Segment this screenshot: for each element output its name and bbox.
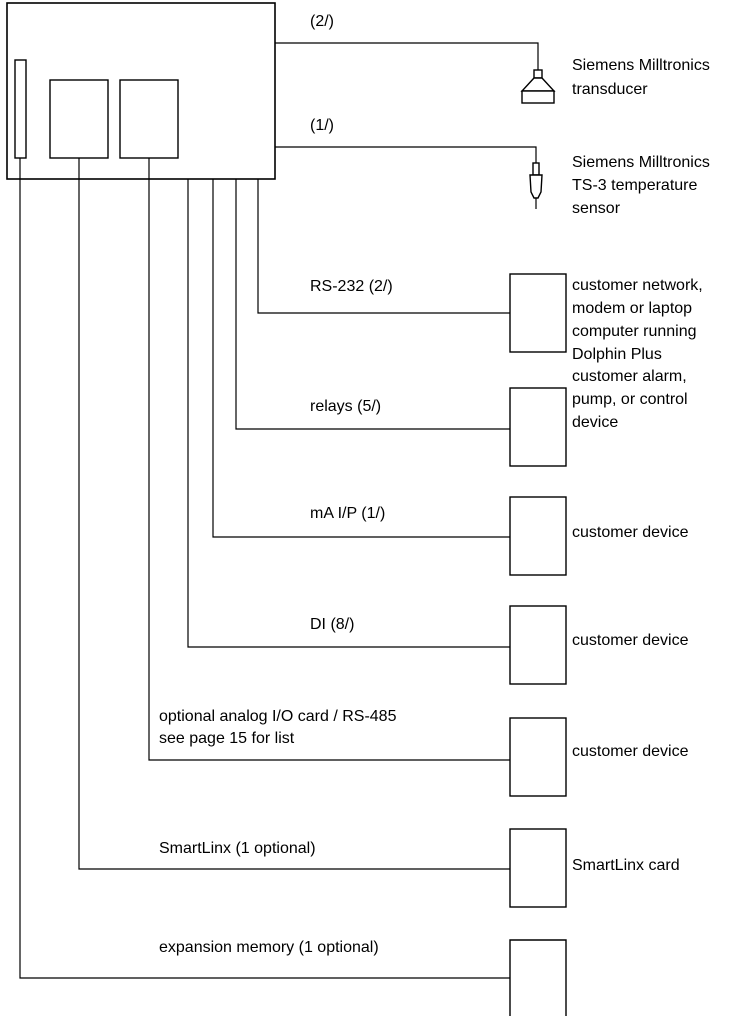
temp-sensor-label: Siemens Milltronics TS-3 temperature sen… <box>572 154 714 217</box>
relays-device-label: customer alarm, pump, or control device <box>572 368 692 431</box>
transducer-label: Siemens Milltronics transducer <box>572 57 714 98</box>
smartlinx-device-label: SmartLinx card <box>572 857 680 874</box>
rs232-device-label: customer network, modem or laptop comput… <box>572 277 707 363</box>
memory-line <box>19 158 510 979</box>
ma-ip-line <box>212 179 510 538</box>
analog-io-line-label: optional analog I/O card / RS-485 see pa… <box>159 708 401 747</box>
analog-io-slot <box>119 79 179 159</box>
rs232-line-label: RS-232 (2/) <box>310 278 393 295</box>
smartlinx-line-label: SmartLinx (1 optional) <box>159 840 316 857</box>
di-line <box>187 179 510 648</box>
smartlinx-device-box <box>509 828 567 908</box>
relays-line-label: relays (5/) <box>310 398 381 415</box>
analog-io-device-label: customer device <box>572 743 689 760</box>
relays-device-box <box>509 387 567 467</box>
transducer-icon <box>520 69 556 104</box>
memory-line-label: expansion memory (1 optional) <box>159 939 379 956</box>
di-device-box <box>509 605 567 685</box>
memory-device-box <box>509 939 567 1016</box>
ma-ip-device-label: customer device <box>572 524 689 541</box>
analog-io-device-box <box>509 717 567 797</box>
ma-ip-line-label: mA I/P (1/) <box>310 505 385 522</box>
smartlinx-slot <box>49 79 109 159</box>
temp-sensor-icon <box>529 162 543 209</box>
di-device-label: customer device <box>572 632 689 649</box>
temp-sensor-cable <box>275 146 537 163</box>
rs232-line <box>257 179 510 314</box>
temp-sensor-line-label: (1/) <box>310 117 334 134</box>
di-line-label: DI (8/) <box>310 616 354 633</box>
ma-ip-device-box <box>509 496 567 576</box>
relays-line <box>235 179 510 430</box>
memory-slot <box>14 59 27 159</box>
smartlinx-line <box>78 158 510 870</box>
transducer-line-label: (2/) <box>310 13 334 30</box>
transducer-cable <box>275 42 539 70</box>
rs232-device-box <box>509 273 567 353</box>
analog-io-line <box>148 158 510 761</box>
